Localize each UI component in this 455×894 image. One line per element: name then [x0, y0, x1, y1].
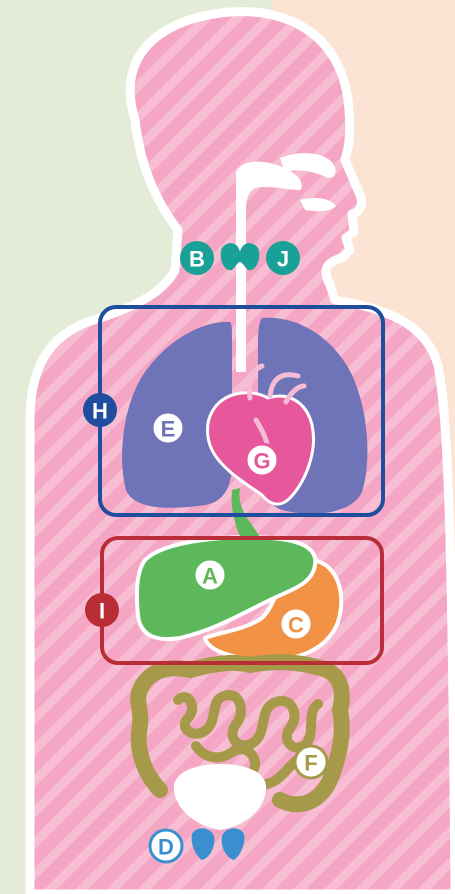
label-I: I [99, 599, 105, 624]
badge-B: B [180, 241, 214, 275]
label-C: C [288, 613, 304, 638]
badge-H: H [83, 393, 117, 427]
badge-E: E [152, 412, 184, 444]
label-E: E [161, 417, 176, 442]
badge-J: J [266, 241, 300, 275]
label-F: F [304, 751, 317, 776]
badge-C: C [280, 608, 312, 640]
badge-I: I [85, 593, 119, 627]
badge-F: F [295, 746, 327, 778]
badge-A: A [194, 559, 226, 591]
badge-D: D [150, 830, 182, 862]
label-B: B [189, 247, 205, 272]
label-G: G [253, 449, 270, 474]
label-D: D [158, 835, 174, 860]
label-H: H [92, 399, 108, 424]
badge-G: G [246, 444, 278, 476]
label-A: A [202, 564, 218, 589]
label-J: J [277, 247, 289, 272]
